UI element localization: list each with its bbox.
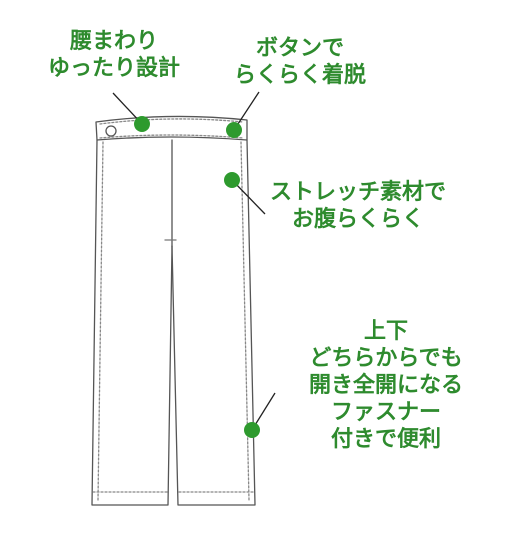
callout-zipper-line-1: 上下 <box>363 319 408 344</box>
callout-zipper-line-5: 付きで便利 <box>330 427 441 452</box>
callout-zipper-line-3: 開き全開になる <box>308 373 463 398</box>
callout-button-line-2: らくらく着脱 <box>234 63 367 88</box>
callout-waist-line-2: ゆったり設計 <box>48 56 181 81</box>
callout-stretch-line-2: お腹らくらく <box>292 207 425 232</box>
callout-stretch-line-1: ストレッチ素材で <box>270 180 447 205</box>
right-leg <box>171 139 256 506</box>
left-leg <box>91 139 173 506</box>
marker-stretch <box>224 172 240 188</box>
callout-zipper-line-2: どちらからでも <box>309 346 463 371</box>
marker-button <box>226 122 242 138</box>
marker-waist <box>134 116 150 132</box>
button-hole-icon <box>105 125 117 137</box>
marker-zipper <box>244 422 260 438</box>
callout-zipper-line-4: ファスナー <box>330 400 441 425</box>
callout-button: ボタンで らくらく着脱 <box>234 35 366 89</box>
callout-waist-line-1: 腰まわり <box>70 29 159 54</box>
callout-zipper: 上下 どちらからでも 開き全開になる ファスナー 付きで便利 <box>296 318 476 453</box>
callout-waist: 腰まわり ゆったり設計 <box>48 28 180 82</box>
callout-stretch: ストレッチ素材で お腹らくらく <box>270 179 446 233</box>
callout-button-line-1: ボタンで <box>256 36 345 61</box>
